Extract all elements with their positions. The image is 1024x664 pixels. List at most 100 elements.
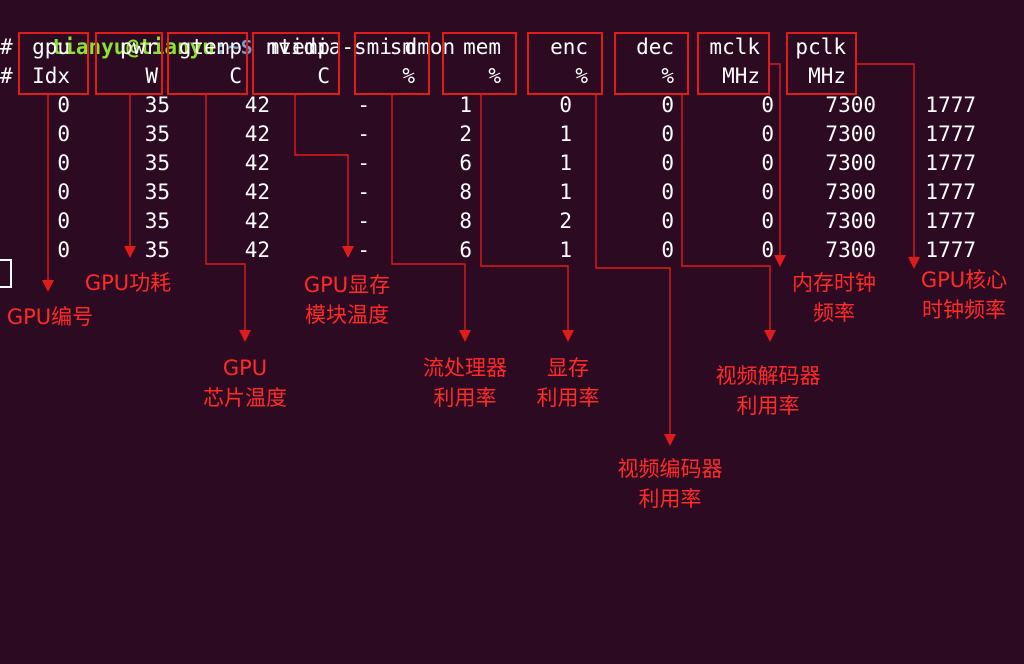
table-cell: 1 <box>559 151 572 175</box>
comment-marker: # <box>0 35 13 59</box>
table-cell: 0 <box>761 151 774 175</box>
annotation-power: GPU功耗 <box>85 268 171 298</box>
table-cell: 35 <box>144 151 170 175</box>
table-cell: 0 <box>661 151 674 175</box>
table-cell: 2 <box>459 122 472 146</box>
column-unit-mclk: MHz <box>722 64 760 88</box>
table-cell: - <box>357 238 370 262</box>
annotation-encoder-util: 视频编码器 利用率 <box>618 454 723 514</box>
annotation-line: GPU核心 <box>920 268 1008 292</box>
annotation-mem-util: 显存 利用率 <box>537 353 600 413</box>
table-cell: - <box>357 93 370 117</box>
table-cell: 2 <box>559 209 572 233</box>
table-cell: 1777 <box>925 122 976 146</box>
annotation-line: 内存时钟 <box>792 271 876 295</box>
annotation-line: 视频解码器 <box>715 364 821 388</box>
annotation-line: 利用率 <box>433 386 497 410</box>
annotation-core-clock: GPU核心 时钟频率 <box>921 265 1007 325</box>
column-header-mem: mem <box>463 35 501 59</box>
table-cell: 7300 <box>825 180 876 204</box>
annotation-line: 芯片温度 <box>203 386 287 410</box>
table-cell: 1777 <box>925 238 976 262</box>
column-header-gtemp: gtemp <box>178 35 242 59</box>
column-header-dec: dec <box>636 35 674 59</box>
column-unit-gtemp: C <box>229 64 242 88</box>
column-unit-gpu: Idx <box>32 64 70 88</box>
table-cell: 0 <box>57 151 70 175</box>
table-cell: 0 <box>57 93 70 117</box>
table-cell: 0 <box>57 238 70 262</box>
command-line: tianyu@tianyu:~$ nvidia-smi dmon <box>0 4 456 59</box>
table-cell: 0 <box>57 180 70 204</box>
annotation-line: 时钟频率 <box>922 298 1006 322</box>
annotation-sm-util: 流处理器 利用率 <box>423 353 507 413</box>
terminal-cursor <box>0 259 12 288</box>
column-unit-pclk: MHz <box>808 64 846 88</box>
column-header-mclk: mclk <box>709 35 760 59</box>
table-cell: 0 <box>761 180 774 204</box>
table-cell: 0 <box>559 93 572 117</box>
column-unit-enc: % <box>575 64 588 88</box>
table-cell: 1777 <box>925 180 976 204</box>
table-cell: 6 <box>459 238 472 262</box>
table-cell: 0 <box>761 209 774 233</box>
column-header-gpu: gpu <box>32 35 70 59</box>
table-cell: 35 <box>144 238 170 262</box>
table-cell: 1 <box>559 238 572 262</box>
annotation-memory-temp: GPU显存 模块温度 <box>304 270 390 330</box>
annotation-line: 显存 <box>547 356 589 380</box>
annotation-decoder-util: 视频解码器 利用率 <box>716 361 821 421</box>
annotation-line: 流处理器 <box>423 356 507 380</box>
table-cell: - <box>357 151 370 175</box>
table-cell: 7300 <box>825 209 876 233</box>
table-cell: 1 <box>559 122 572 146</box>
table-cell: 0 <box>761 122 774 146</box>
table-cell: 8 <box>459 209 472 233</box>
annotation-line: GPU功耗 <box>84 271 172 295</box>
column-unit-sm: % <box>402 64 415 88</box>
table-cell: 6 <box>459 151 472 175</box>
table-cell: 35 <box>144 209 170 233</box>
table-cell: 1777 <box>925 209 976 233</box>
table-cell: 1777 <box>925 93 976 117</box>
column-unit-pwr: W <box>145 64 158 88</box>
annotation-gpu-index: GPU编号 <box>7 302 93 332</box>
annotation-line: 利用率 <box>736 394 800 418</box>
table-cell: 7300 <box>825 151 876 175</box>
table-cell: - <box>357 180 370 204</box>
annotation-line: GPU编号 <box>6 305 94 329</box>
annotation-line: GPU <box>222 356 268 380</box>
table-cell: - <box>357 209 370 233</box>
annotation-line: 利用率 <box>638 487 702 511</box>
annotation-line: GPU显存 <box>303 273 391 297</box>
table-cell: 1 <box>559 180 572 204</box>
column-header-enc: enc <box>550 35 588 59</box>
table-cell: 0 <box>57 209 70 233</box>
column-unit-dec: % <box>661 64 674 88</box>
annotation-gpu-temp: GPU 芯片温度 <box>203 353 287 413</box>
table-cell: 42 <box>244 238 270 262</box>
column-header-mtemp: mtemp <box>266 35 330 59</box>
table-cell: 42 <box>244 122 270 146</box>
table-cell: - <box>357 122 370 146</box>
table-cell: 0 <box>761 93 774 117</box>
annotation-line: 视频编码器 <box>617 457 723 481</box>
annotation-memory-clock: 内存时钟 频率 <box>792 268 876 328</box>
column-header-sm: sm <box>389 35 415 59</box>
table-cell: 1 <box>459 93 472 117</box>
column-unit-mem: % <box>488 64 501 88</box>
table-cell: 42 <box>244 93 270 117</box>
comment-marker: # <box>0 64 13 88</box>
table-cell: 0 <box>57 122 70 146</box>
table-cell: 0 <box>661 180 674 204</box>
table-cell: 7300 <box>825 238 876 262</box>
